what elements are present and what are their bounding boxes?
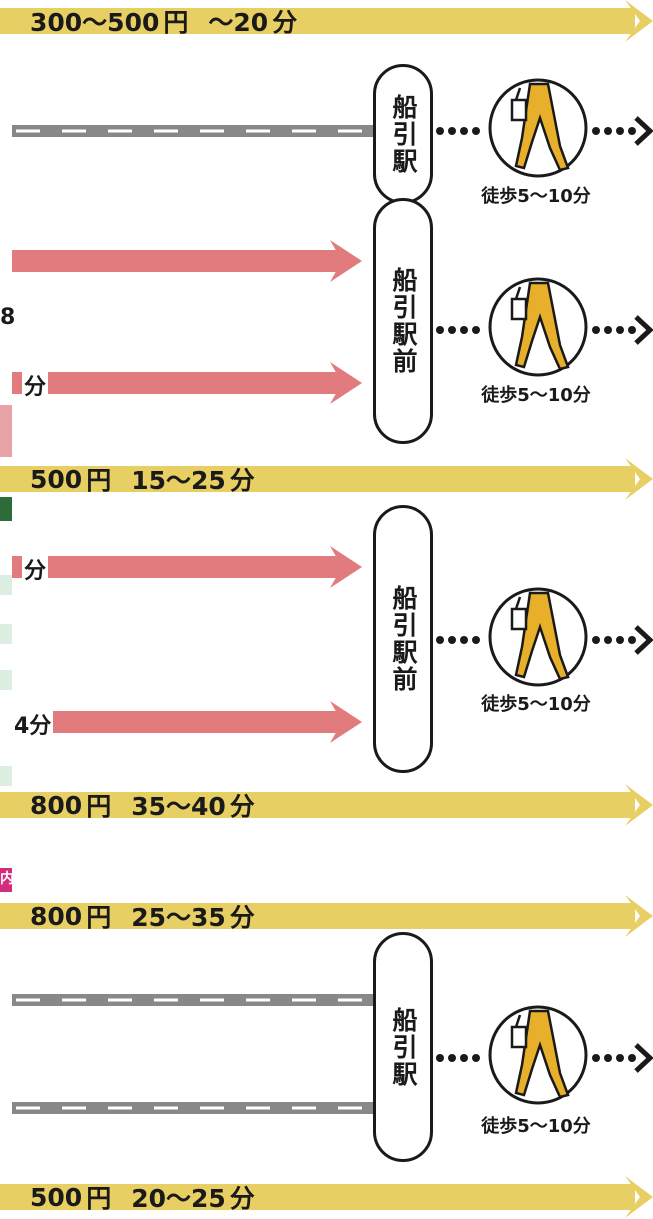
edge-cell-pink <box>0 405 12 457</box>
fare-value: 500 <box>30 1182 83 1212</box>
yellow-band-3 <box>0 784 653 826</box>
edge-cell-mint-2 <box>0 624 12 644</box>
duration-value: 20〜25 <box>131 1184 226 1213</box>
fare-unit: 円 <box>86 903 112 932</box>
yellow-band-1 <box>0 0 653 42</box>
walk-connector-4 <box>436 1005 653 1105</box>
walk-label-4: 徒歩5〜10分 <box>481 1116 591 1137</box>
yellow-band-5 <box>0 1176 653 1218</box>
duration-value: 35〜40 <box>131 792 226 821</box>
station-2: 船引駅前 <box>373 198 433 444</box>
edge-cell-mint-4 <box>0 766 12 786</box>
station-name: 船引駅 <box>389 93 418 175</box>
station-name: 船引駅前 <box>389 585 418 693</box>
station-1: 船引駅 <box>373 64 433 204</box>
station-name: 船引駅 <box>389 1006 418 1088</box>
duration-unit: 分 <box>272 8 298 37</box>
walk-connector-1 <box>436 78 653 178</box>
gray-road-1 <box>12 125 374 137</box>
edge-tag: 内 <box>0 871 14 887</box>
duration-unit: 分 <box>229 792 255 821</box>
gray-road-2 <box>12 994 374 1006</box>
station-3: 船引駅前 <box>373 505 433 773</box>
pink-arrow-3 <box>12 546 362 588</box>
fare-unit: 円 <box>86 792 112 821</box>
pink-arrow-1 <box>12 240 362 282</box>
lane-label-2: 分 <box>22 553 49 585</box>
fare-value: 300〜500 <box>30 8 160 37</box>
lane-label-3: 4分 <box>12 708 54 740</box>
edge-cell-magenta <box>0 868 12 892</box>
duration-unit: 分 <box>229 1184 255 1213</box>
station-name: 船引駅前 <box>389 267 418 375</box>
fare-value: 800 <box>30 901 83 931</box>
yellow-band-4 <box>0 895 653 937</box>
walk-connector-3 <box>436 587 653 687</box>
edge-cell-mint-1 <box>0 575 12 595</box>
pink-arrow-2 <box>12 362 362 404</box>
duration-unit: 分 <box>229 466 255 495</box>
fare-unit: 円 <box>86 466 112 495</box>
lane-label-1: 分 <box>22 369 49 401</box>
walk-connector-2 <box>436 277 653 377</box>
station-4: 船引駅 <box>373 932 433 1162</box>
gray-road-3 <box>12 1102 374 1114</box>
duration-value: 15〜25 <box>131 466 226 495</box>
duration-unit: 分 <box>229 903 255 932</box>
duration-value: 25〜35 <box>131 903 226 932</box>
fare-value: 800 <box>30 790 83 820</box>
walk-label-2: 徒歩5〜10分 <box>481 385 591 406</box>
edge-cell-green <box>0 497 12 521</box>
edge-number: 8 <box>0 305 16 330</box>
edge-cell-mint-3 <box>0 670 12 690</box>
fare-value: 500 <box>30 464 83 494</box>
fare-unit: 円 <box>163 8 189 37</box>
walk-label-3: 徒歩5〜10分 <box>481 694 591 715</box>
yellow-band-2 <box>0 458 653 500</box>
walk-label-1: 徒歩5〜10分 <box>481 186 591 207</box>
pink-arrow-4 <box>12 701 362 743</box>
duration-value: 〜20 <box>208 8 269 37</box>
fare-unit: 円 <box>86 1184 112 1213</box>
